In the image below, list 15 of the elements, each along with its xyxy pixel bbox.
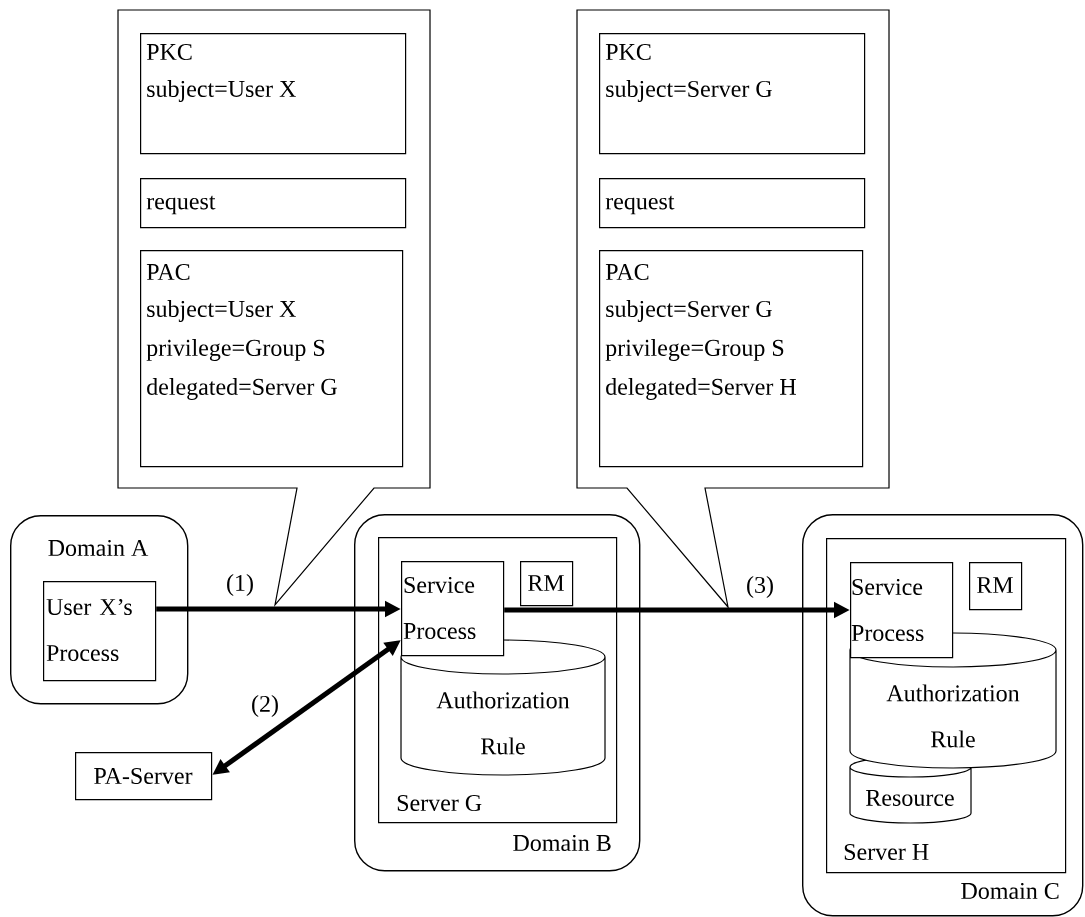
labeled-box: PAC subject=User X privilege=Group S delegated=Server G — [140, 250, 404, 468]
labeled-box: PAC subject=Server G privilege=Group S delegated=Server H — [599, 250, 864, 468]
labeled-box: PKC subject=Server G — [599, 33, 866, 155]
labeled-box: RM — [520, 561, 574, 607]
edge-label: (3) — [745, 575, 775, 599]
labeled-box: User X’s Process — [43, 581, 157, 682]
labeled-box: RM — [969, 562, 1023, 611]
edge-label: (1) — [225, 573, 255, 597]
labeled-box: PA-Server — [75, 752, 213, 801]
labeled-box: Service Process — [401, 561, 505, 657]
labeled-box: PKC subject=User X — [140, 33, 407, 155]
labeled-box: request — [140, 178, 407, 229]
edge-label: (2) — [250, 694, 280, 718]
labeled-box: Service Process — [850, 562, 954, 659]
labeled-box: request — [599, 178, 866, 229]
